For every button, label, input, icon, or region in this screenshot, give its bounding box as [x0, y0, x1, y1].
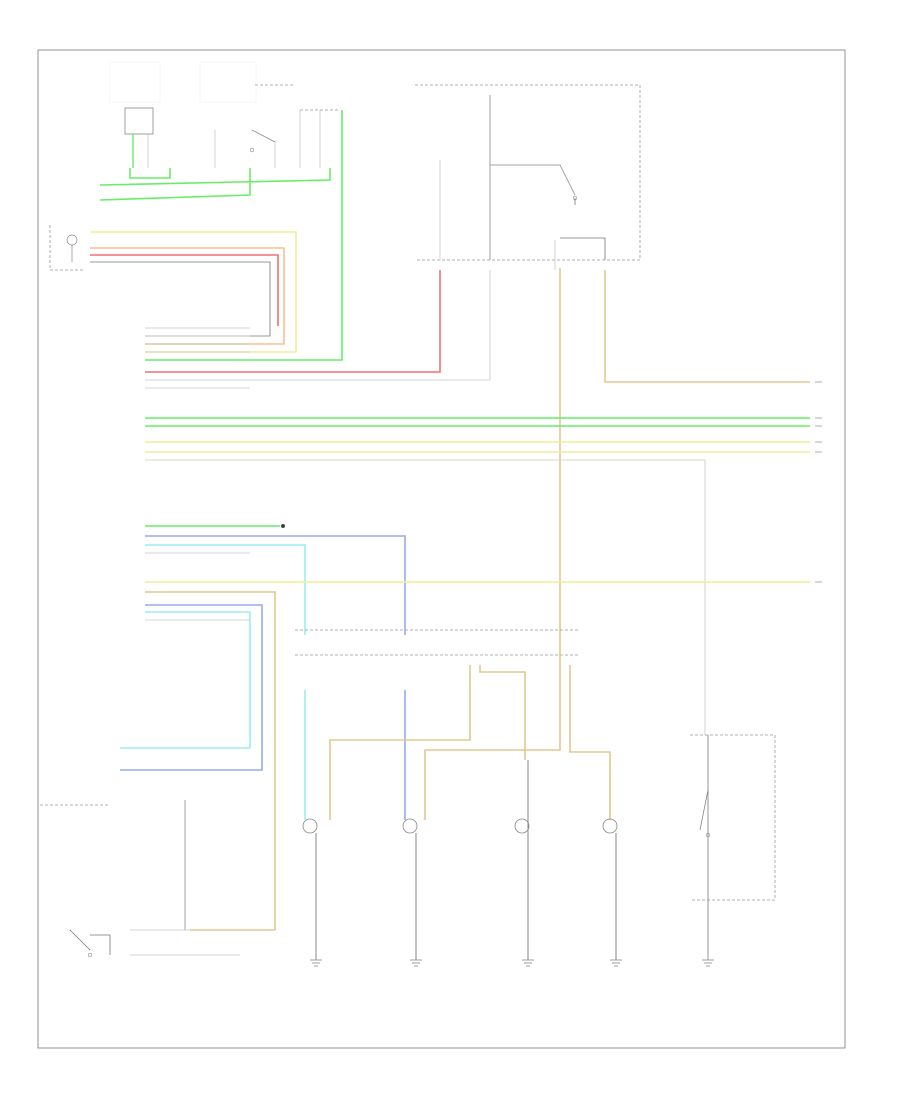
position-sensor-block [49, 225, 85, 271]
switch-contact-icon [87, 952, 93, 958]
lamp-right-front [402, 818, 418, 960]
wire-gray-bus [145, 459, 706, 735]
wire-yellow-sensor [90, 231, 297, 353]
lamp-bulb-icon [602, 818, 618, 834]
wire-blue-mid [145, 535, 406, 600]
wire-green-top-3 [129, 168, 171, 179]
diagram-frame [37, 49, 846, 1049]
wire-red-long [145, 270, 441, 373]
right-edge-terminals [815, 381, 822, 583]
lamp-left-rear [514, 760, 530, 960]
wire-blue-left-down [120, 604, 263, 771]
wire-tan-lamp-b [479, 665, 526, 760]
wire-tan-lamp-c [424, 640, 561, 820]
lamp-left-front [302, 818, 318, 960]
wire-tan-right [604, 270, 810, 383]
right-module-box [690, 734, 776, 960]
module-connector-list-1 [145, 327, 250, 353]
wire-green-vertical-long [145, 110, 343, 361]
switch-contact-icon [705, 832, 711, 838]
wire-red-sensor [90, 254, 279, 326]
wire-tan-lamp-a [329, 665, 471, 820]
wire-gray-long-1 [145, 270, 491, 381]
lamp-right-rear [602, 818, 618, 960]
wire-gray-sensor [90, 261, 271, 337]
ground-symbol-icon [310, 959, 714, 967]
wire-tan-left-down [145, 591, 276, 931]
fuse-block-top-right [415, 84, 641, 270]
connector-pin-icon [281, 524, 285, 528]
headlamp-switch [40, 800, 240, 958]
wire-tan-lamp-d [569, 665, 611, 820]
wire-cyan-left-down [120, 611, 251, 749]
switch-contact-icon [249, 147, 255, 153]
lamp-bulb-icon [302, 818, 318, 834]
wire-green-top-1 [99, 168, 331, 186]
brake-switch-group [109, 61, 161, 168]
lamp-bulb-icon [402, 818, 418, 834]
clutch-switch-group [199, 61, 340, 168]
wire-green-top-2 [99, 168, 251, 201]
lamp-bulb-icon [514, 818, 530, 834]
